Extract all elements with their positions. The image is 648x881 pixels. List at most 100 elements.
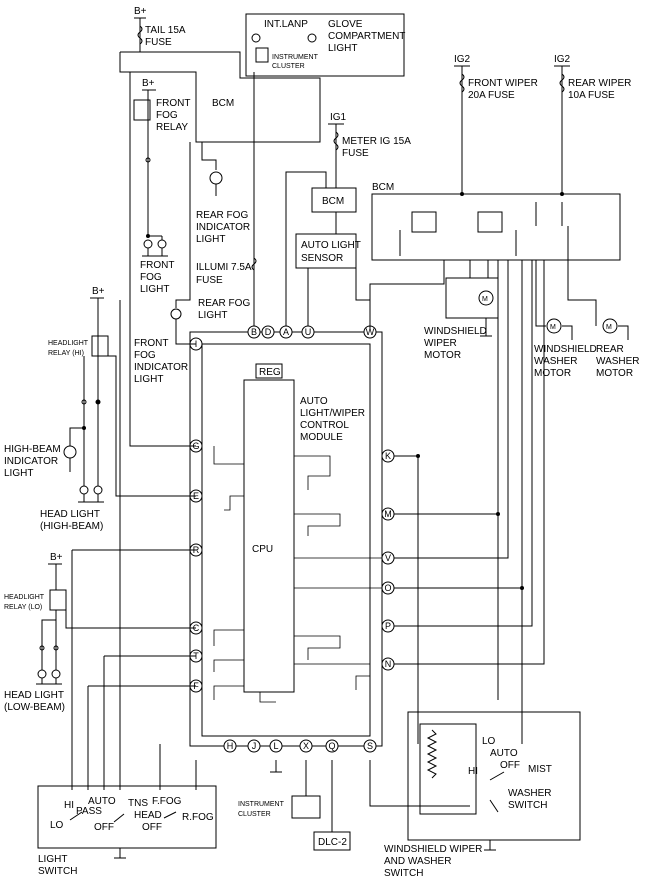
glove-label-1: GLOVE — [328, 19, 363, 30]
front-fog-ind-label-1: FRONT — [134, 338, 168, 349]
junction-dots — [82, 192, 564, 590]
headlight-relay-lo-label-1: HEADLIGHT — [4, 594, 45, 601]
module-pin-label: P — [385, 621, 391, 631]
ws-washer-motor-label-1: WINDSHIELD — [534, 344, 597, 355]
auto-light-sensor-box — [295, 233, 357, 269]
rear-fog-ind-label-1: REAR FOG — [196, 210, 248, 221]
ig2-label-1: IG2 — [454, 54, 471, 65]
front-wiper-fuse-label-1: FRONT WIPER — [468, 78, 538, 89]
module-pin-label: H — [227, 741, 234, 751]
module-label-3: CONTROL — [300, 420, 349, 431]
glove-label-2: COMPARTMENT — [328, 31, 405, 42]
module-pin-s: S — [363, 739, 377, 753]
module-pin-d: D — [261, 325, 275, 339]
module-pin-label: F — [193, 681, 199, 691]
tail-fuse-label-2: FUSE — [145, 37, 172, 48]
auto-light-wiper-control-module: REG AUTO LIGHT/WIPER CONTROL MODULE CPU — [189, 331, 388, 747]
reg-box — [255, 363, 283, 379]
front-fog-light-label-3: LIGHT — [140, 284, 169, 295]
ws-auto-label: AUTO — [490, 748, 518, 759]
tail-fuse-label-1: TAIL 15A — [145, 25, 186, 36]
module-pin-p: P — [381, 619, 395, 633]
module-pin-b: B — [247, 325, 261, 339]
headlight-relay-hi-label-1: HEADLIGHT — [48, 340, 89, 347]
instrument-cluster-top-2: CLUSTER — [272, 63, 305, 70]
svg-text:M: M — [606, 324, 612, 331]
wws-label-1: WINDSHIELD WIPER — [384, 844, 482, 855]
high-beam-indicator: HIGH-BEAM INDICATOR LIGHT — [4, 427, 84, 479]
module-pin-label: Q — [328, 741, 335, 751]
auto-light-sensor-circuit: IG1 METER IG 15A FUSE BCM AUTO LIGHT SEN… — [285, 112, 411, 330]
module-label-1: AUTO — [300, 396, 328, 407]
light-switch-label-1: LIGHT — [38, 854, 67, 865]
ls-off-label: OFF — [94, 822, 114, 833]
reg-label: REG — [259, 367, 281, 378]
tail-fuse-circuit: B+ TAIL 15A FUSE — [134, 6, 186, 52]
high-beam-ind-label-1: HIGH-BEAM — [4, 444, 61, 455]
front-fog-light-left-icon — [143, 239, 153, 249]
head-light-hi-right-icon — [93, 485, 103, 495]
int-lamp-bulb-icon — [251, 33, 261, 43]
b-plus-label-2: B+ — [142, 78, 155, 89]
instrument-cluster-top-1: INSTRUMENT — [272, 54, 319, 61]
ws-mist-label: MIST — [528, 764, 552, 775]
module-pin-label: C — [193, 623, 200, 633]
instrument-cluster-bottom-1: INSTRUMENT — [238, 801, 285, 808]
meter-fuse-label-2: FUSE — [342, 148, 369, 159]
rear-washer-motor-label-1: REAR — [596, 344, 624, 355]
svg-text:M: M — [550, 324, 556, 331]
instrument-cluster-bottom: INSTRUMENT CLUSTER — [238, 760, 321, 819]
svg-text:M: M — [482, 296, 488, 303]
head-light-low-beam: HEAD LIGHT (LOW-BEAM) — [4, 669, 65, 713]
head-light-hi-left-icon — [79, 485, 89, 495]
module-pin-label: A — [283, 327, 289, 337]
auto-light-sensor-label-2: SENSOR — [301, 253, 343, 264]
ls-lo-label: LO — [50, 820, 64, 831]
washer-switch-label-2: SWITCH — [508, 800, 547, 811]
glove-compartment-block: INT.LANP GLOVE COMPARTMENT LIGHT INSTRUM… — [245, 13, 405, 77]
b-plus-label: B+ — [134, 6, 147, 17]
head-light-hi-label-1: HEAD LIGHT — [40, 509, 100, 520]
head-light-lo-label-2: (LOW-BEAM) — [4, 702, 65, 713]
headlight-relay-hi: B+ HEADLIGHT RELAY (HI) FRONT FOG INDICA… — [48, 286, 188, 486]
illumi-fuse-label-2: FUSE — [196, 275, 223, 286]
rear-washer-motor: M REAR WASHER MOTOR — [567, 226, 640, 379]
head-light-lo-left-icon — [37, 669, 47, 679]
light-switch-label-2: SWITCH — [38, 866, 77, 877]
meter-fuse-label-1: METER IG 15A — [342, 136, 411, 147]
illumi-fuse-label-1: ILLUMI 7.5A — [196, 262, 252, 273]
windshield-wiper-washer-switch: LO AUTO HI OFF MIST WASHER SWITCH WINDSH… — [384, 711, 581, 879]
module-pin-label: O — [384, 583, 391, 593]
module-pin-label: L — [273, 741, 278, 751]
dlc-2: DLC-2 — [313, 760, 351, 851]
head-light-lo-label-1: HEAD LIGHT — [4, 690, 64, 701]
bcm-mid-label: BCM — [322, 196, 344, 207]
dlc2-label: DLC-2 — [318, 837, 347, 848]
module-pin-k: K — [381, 449, 395, 463]
front-fog-light-label-2: FOG — [140, 272, 162, 283]
head-light-lo-right-icon — [51, 669, 61, 679]
ls-hi-label: HI — [64, 800, 74, 811]
ws-off-label: OFF — [500, 760, 520, 771]
glove-label-3: LIGHT — [328, 43, 357, 54]
module-pin-label: U — [305, 327, 312, 337]
ls-off2-label: OFF — [142, 822, 162, 833]
module-pin-label: K — [385, 451, 391, 461]
ls-pass-label: PASS — [76, 806, 102, 817]
bcm-right-label: BCM — [372, 182, 394, 193]
module-pin-label: B — [251, 327, 257, 337]
front-fog-ind-label-3: INDICATOR — [134, 362, 188, 373]
ws-washer-motor-label-3: MOTOR — [534, 368, 571, 379]
cpu-label: CPU — [252, 544, 273, 555]
module-pin-label: X — [303, 741, 309, 751]
rear-wiper-fuse-label-1: REAR WIPER — [568, 78, 631, 89]
head-light-high-beam: HEAD LIGHT (HIGH-BEAM) — [40, 485, 104, 532]
bcm-right-block: BCM — [371, 182, 621, 261]
ws-wiper-motor-label-3: MOTOR — [424, 350, 461, 361]
module-pin-label: R — [193, 545, 200, 555]
ws-lo-label: LO — [482, 736, 496, 747]
module-label-4: MODULE — [300, 432, 343, 443]
ls-tns-label: TNS — [128, 798, 148, 809]
